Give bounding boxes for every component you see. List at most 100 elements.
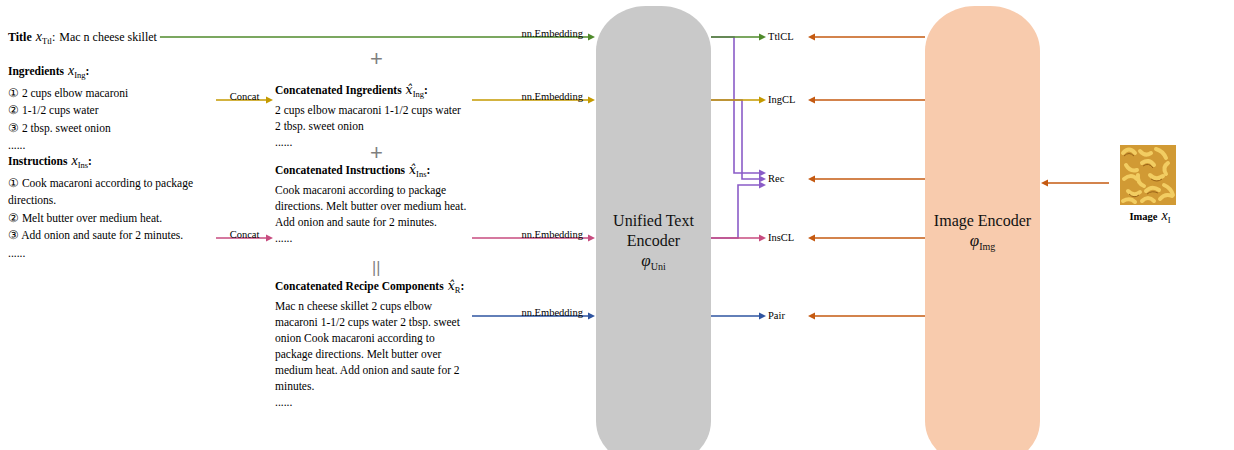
arrow-head — [759, 176, 766, 183]
macaroni — [1160, 195, 1172, 199]
operator-symbol: + — [370, 46, 383, 71]
arrow-head — [808, 34, 815, 41]
math-symbol: x̂ — [448, 278, 455, 293]
edge-label-wrap: nn.Embedding — [521, 302, 583, 320]
text-row: ① Cook macaroni according to package dir… — [8, 175, 213, 210]
connector-arrow — [808, 34, 925, 41]
connector-arrow — [1041, 180, 1109, 187]
body-text: : — [52, 30, 55, 44]
loss-label: InsCL — [768, 230, 806, 246]
body-text: Mac n cheese skillet 2 cups elbow macaro… — [275, 300, 460, 392]
body-text: ...... — [275, 396, 292, 408]
food-photo — [1120, 145, 1176, 205]
heading-text: : — [424, 84, 428, 96]
text-row: ...... — [8, 137, 213, 155]
math-subscript: I — [1168, 215, 1171, 225]
macaroni — [1140, 151, 1151, 155]
concat-block: Concatenated Recipe Componentsx̂R:Mac n … — [275, 278, 469, 410]
math-subscript: Uni — [651, 261, 666, 272]
heading-text: : — [88, 155, 92, 167]
heading-text: : — [86, 65, 90, 77]
text-row: ...... — [275, 394, 469, 410]
edge-label: nn.Embedding — [521, 229, 583, 240]
shadow — [1147, 192, 1158, 194]
connector-arrow — [711, 235, 766, 242]
body-text: ② Melt butter over medium heat. — [8, 212, 162, 224]
macaroni — [1128, 191, 1140, 194]
text-row: IngCL — [768, 92, 806, 108]
text-row: 2 cups elbow macaroni 1-1/2 cups water 2… — [275, 102, 469, 134]
text-row: Mac n cheese skillet 2 cups elbow macaro… — [275, 298, 469, 394]
text-row: ③ Add onion and saute for 2 minutes. — [8, 227, 213, 245]
encoder-shape: Unified Text EncoderφUni — [596, 6, 711, 450]
operator-symbol: || — [372, 259, 380, 276]
heading-text: Image — [1129, 211, 1157, 222]
macaroni — [1124, 176, 1137, 179]
encoder-name: Image Encoder — [934, 212, 1031, 229]
arrow-head — [808, 176, 815, 183]
concat-block: Concatenated Instructionsx̂Ins:Cook maca… — [275, 162, 469, 246]
connector-arrow — [808, 235, 925, 242]
photo-ground — [1120, 145, 1176, 205]
heading-text: Concatenated Ingredients — [275, 84, 402, 96]
connector-line — [814, 315, 925, 317]
connector-arrow — [711, 34, 766, 41]
text-row: InsCL — [768, 230, 806, 246]
heading-text: Instructions — [8, 155, 67, 167]
body-text: ① Cook macaroni according to package dir… — [8, 177, 193, 207]
body-text: Cook macaroni according to package direc… — [275, 184, 466, 228]
connector-line — [711, 36, 760, 38]
connector-line — [711, 100, 760, 179]
shadow — [1143, 164, 1153, 168]
text-row: ② Melt butter over medium heat. — [8, 210, 213, 228]
heading-text: : — [426, 164, 430, 176]
arrow-head — [266, 97, 273, 104]
body-text: Rec — [768, 173, 784, 184]
arrow-head — [759, 97, 766, 104]
text-row: Concatenated Recipe Componentsx̂R: — [275, 278, 469, 298]
macaroni — [1146, 188, 1159, 191]
connector-line — [711, 185, 760, 238]
arrow-head — [808, 97, 815, 104]
arrow-head — [759, 182, 766, 189]
macaroni — [1126, 165, 1137, 170]
arrow-head — [588, 313, 595, 320]
edge-label: nn.Embedding — [521, 28, 583, 39]
math-symbol: x̂ — [406, 82, 413, 97]
body-text: ① 2 cups elbow macaroni — [8, 87, 128, 99]
text-row: ...... — [8, 245, 213, 263]
connector-arrow — [711, 313, 766, 320]
heading-text: Ingredients — [8, 65, 64, 77]
loss-label: Pair — [768, 308, 806, 324]
macaroni — [1123, 199, 1135, 202]
arrow-head — [808, 235, 815, 242]
text-row: φImg — [970, 231, 996, 257]
connector-line — [814, 237, 925, 239]
math-symbol: φ — [641, 251, 650, 270]
loss-label: IngCL — [768, 92, 806, 108]
arrow-head — [588, 97, 595, 104]
macaroni-pieces — [1123, 149, 1173, 202]
title-text: TitlexTtl:Mac n cheese skillet — [8, 29, 157, 49]
connector-line — [711, 99, 760, 101]
shadow — [1124, 154, 1134, 157]
loss-label: Rec — [768, 169, 806, 189]
arrow-head — [759, 170, 766, 177]
macaroni — [1156, 149, 1166, 158]
edge-label: nn.Embedding — [521, 91, 583, 102]
arrow-head — [808, 313, 815, 320]
math-subscript: Ing — [413, 89, 424, 99]
edge-label: Concat — [230, 91, 260, 102]
text-row: Concatenated Instructionsx̂Ins: — [275, 162, 469, 182]
shadow — [1151, 179, 1162, 181]
macaroni — [1138, 175, 1144, 186]
body-text: ③ Add onion and saute for 2 minutes. — [8, 229, 183, 241]
text-row: Rec — [768, 169, 806, 189]
heading-text: Title — [8, 30, 32, 44]
edge-label-wrap: nn.Embedding — [521, 23, 583, 41]
operator-symbol: + — [370, 140, 383, 165]
text-row: InstructionsxIns: — [8, 152, 213, 175]
arrow-head — [759, 235, 766, 242]
connector-line — [711, 315, 760, 317]
